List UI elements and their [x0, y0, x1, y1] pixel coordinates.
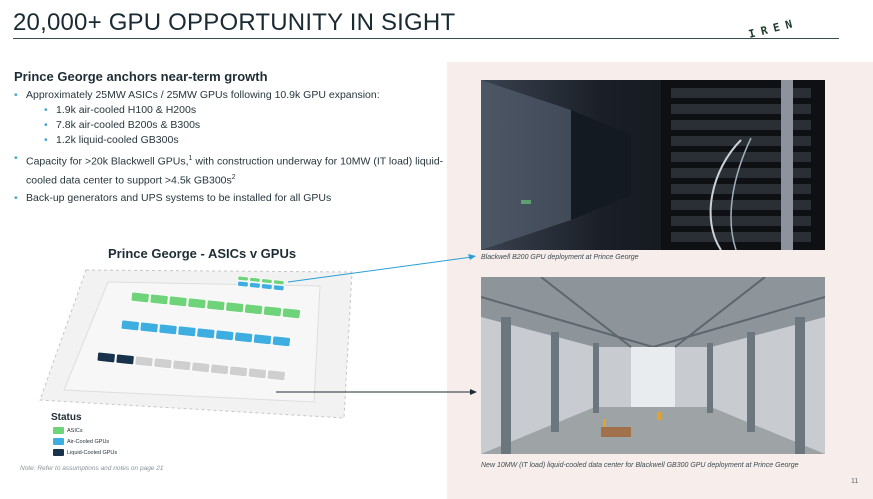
legend-item-asics: ASICs [53, 427, 83, 434]
liquid-cooled-gpu-container [153, 357, 173, 369]
asic-container [206, 299, 226, 311]
air-cooled-gpu-container [215, 329, 235, 341]
asic-container [187, 297, 207, 309]
page-number: 11 [851, 478, 859, 485]
asic-swatch [53, 427, 64, 434]
bullet-2: Capacity for >20k Blackwell GPUs,1 with … [14, 151, 444, 188]
diagram-title: Prince George - ASICs v GPUs [108, 246, 297, 261]
air-cooled-gpu-container [234, 331, 253, 343]
photo-2-arrow [276, 389, 477, 395]
asic-container [249, 277, 261, 283]
gpu-container [237, 280, 249, 288]
legend-label-liquid: Liquid-Cooled GPUs [67, 449, 118, 456]
liquid-cooled-gpu-container [191, 361, 211, 373]
gpu-container [249, 282, 261, 289]
liquid-swatch [53, 449, 64, 456]
gpu-container [273, 284, 285, 291]
legend-label-air: Air-Cooled GPUs [67, 438, 110, 445]
section-heading: Prince George anchors near-term growth [14, 69, 268, 84]
footnote-ref-1: 1 [188, 155, 193, 162]
air-cooled-gpu-container [158, 323, 178, 335]
photo-1-arrow [287, 254, 476, 283]
asic-container [282, 307, 301, 319]
liquid-cooled-gpu-container [229, 365, 248, 377]
legend-item-liquid: Liquid-Cooled GPUs [53, 449, 117, 456]
legend-label-asics: ASICs [67, 427, 83, 434]
legend-title: Status [51, 412, 82, 423]
air-cooled-gpu-container [120, 319, 140, 331]
liquid-cooled-gpu-container [248, 367, 267, 379]
air-cooled-gpu-container [253, 333, 272, 345]
asic-container-row [130, 291, 301, 319]
title-divider [13, 38, 839, 39]
liquid-cooled-gpu-container [266, 369, 286, 381]
legend-item-air: Air-Cooled GPUs [53, 438, 109, 445]
air-cooled-gpu-container [177, 325, 197, 337]
liquid-cooled-gpu-container [210, 363, 229, 375]
bullet-2-text-a: Capacity for >20k Blackwell GPUs, [26, 155, 189, 168]
liquid-cooled-gpu-container [96, 351, 116, 363]
asic-container [225, 301, 245, 313]
photo-2-caption: New 10MW (IT load) liquid-cooled data ce… [481, 462, 799, 469]
asic-container [261, 278, 273, 284]
asic-container [244, 303, 263, 315]
bullet-1: Approximately 25MW ASICs / 25MW GPUs fol… [14, 88, 444, 103]
air-cooled-gpu-container [139, 321, 159, 333]
liquid-cooled-gpu-container [115, 353, 135, 365]
construction-photo [481, 277, 825, 454]
liquid-cooled-gpu-row [96, 351, 286, 381]
air-cooled-gpu-container [196, 327, 216, 339]
asic-container [168, 295, 188, 307]
photo-1-caption: Blackwell B200 GPU deployment at Prince … [481, 254, 639, 261]
asic-container [237, 275, 249, 282]
footnote-ref-2: 2 [231, 173, 236, 181]
sub-bullet-1: 1.9k air-cooled H100 & H200s [14, 103, 444, 118]
air-swatch [53, 438, 64, 445]
liquid-cooled-gpu-container [172, 359, 192, 371]
asic-container [130, 291, 150, 303]
air-cooled-gpu-container [272, 335, 291, 347]
liquid-cooled-gpu-container [134, 355, 154, 367]
asic-container [149, 293, 169, 305]
sub-bullet-3: 1.2k liquid-cooled GB300s [14, 133, 444, 148]
footnote: Note: Refer to assumptions and notes on … [20, 465, 164, 472]
bullet-2-text-b: with construction underway for 10MW (IT … [26, 155, 444, 187]
air-cooled-gpu-row [120, 319, 291, 347]
asic-container [273, 279, 285, 285]
gpu-container [261, 283, 273, 290]
bullet-3: Back-up generators and UPS systems to be… [14, 191, 444, 206]
bullet-list: Approximately 25MW ASICs / 25MW GPUs fol… [14, 88, 444, 206]
server-rack-photo [481, 80, 825, 250]
asic-container [263, 305, 282, 317]
page-title: 20,000+ GPU OPPORTUNITY IN SIGHT [13, 9, 456, 36]
gpu-container-row-top [237, 275, 285, 291]
sub-bullet-2: 7.8k air-cooled B200s & B300s [14, 118, 444, 133]
